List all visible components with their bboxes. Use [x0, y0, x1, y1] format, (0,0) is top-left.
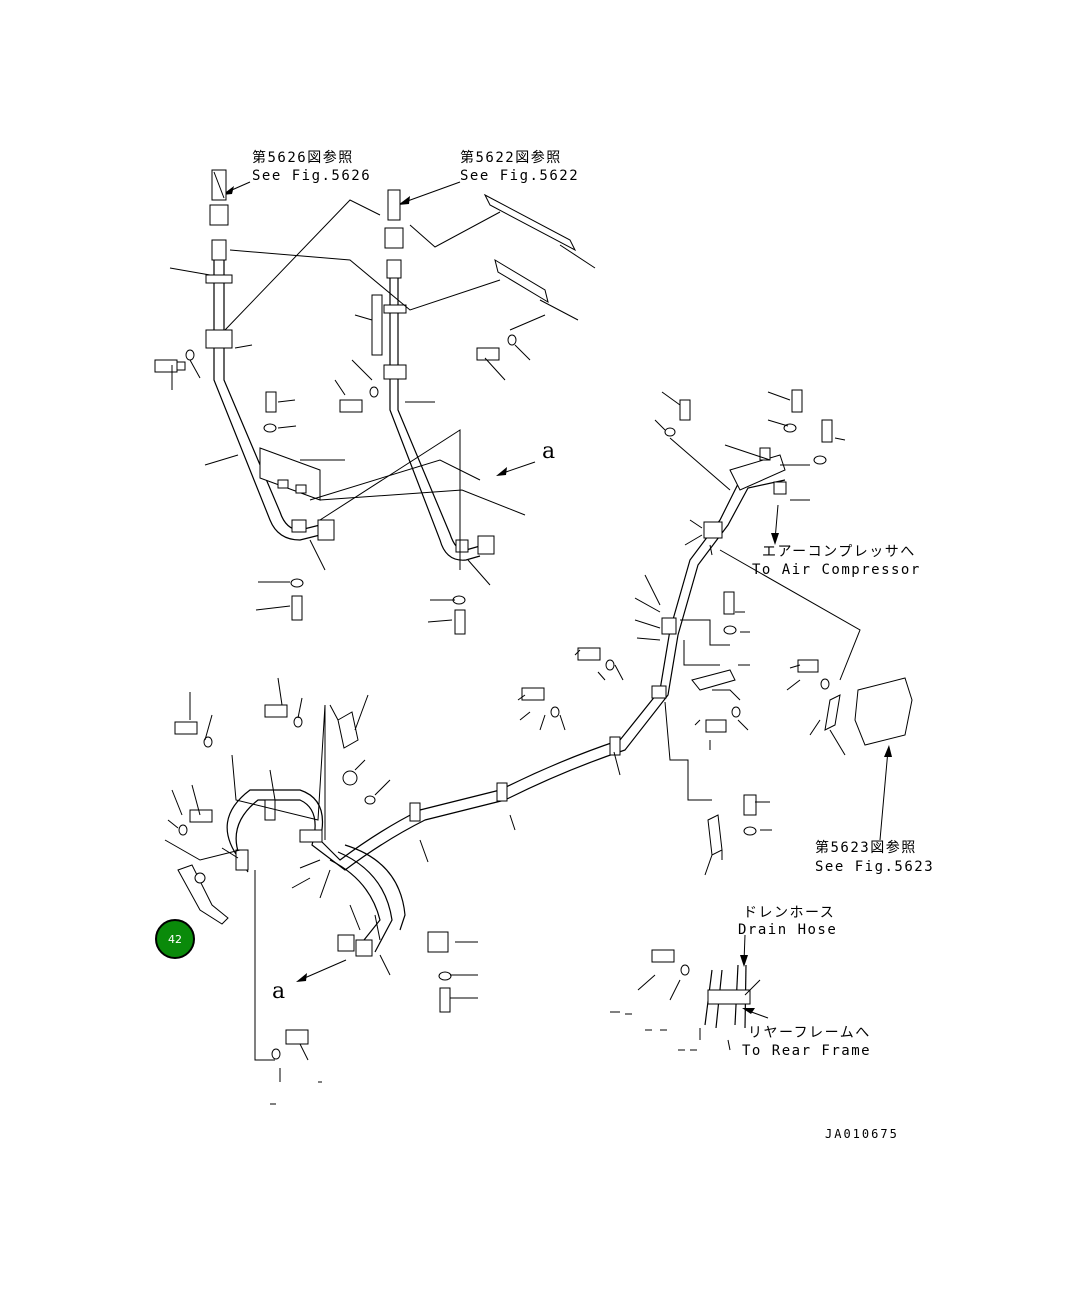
callout-label: 42 — [168, 933, 182, 946]
ref-fig5626-en: See Fig.5626 — [252, 168, 371, 184]
dest-rear-frame-jp: リヤーフレームへ — [748, 1025, 871, 1041]
fasteners-right — [521, 389, 913, 856]
dest-rear-frame-en: To Rear Frame — [742, 1043, 871, 1059]
dest-air-compressor-jp: エアーコンプレッサへ — [762, 544, 916, 560]
main-pipe-route — [226, 447, 787, 957]
pipe-assembly-middle — [371, 189, 577, 561]
fasteners-lower-left — [174, 704, 452, 1060]
dest-drain-hose-jp: ドレンホース — [743, 905, 835, 921]
ref-fig5622-jp: 第5622図参照 — [460, 149, 562, 166]
ref-fig5622-en: See Fig.5622 — [460, 168, 579, 184]
drain-hose-assembly — [651, 949, 751, 1029]
ref-fig5626-jp: 第5626図参照 — [252, 149, 354, 166]
callout-circle[interactable] — [155, 919, 195, 959]
pipe-assembly-left — [205, 169, 335, 541]
drawing-number: JA010675 — [825, 1127, 899, 1141]
ref-fig5623-jp: 第5623図参照 — [815, 839, 917, 856]
view-marker-a-top: a — [542, 439, 555, 464]
leader-lines — [164, 199, 861, 1105]
dest-drain-hose-en: Drain Hose — [738, 922, 837, 938]
ref-fig5623-en: See Fig.5623 — [815, 859, 934, 875]
fasteners-top — [154, 334, 517, 635]
dest-air-compressor-en: To Air Compressor — [752, 562, 921, 578]
view-marker-a-bottom: a — [272, 979, 285, 1004]
callout-marker[interactable]: 42 — [155, 919, 195, 959]
reference-arrows — [222, 181, 892, 1019]
